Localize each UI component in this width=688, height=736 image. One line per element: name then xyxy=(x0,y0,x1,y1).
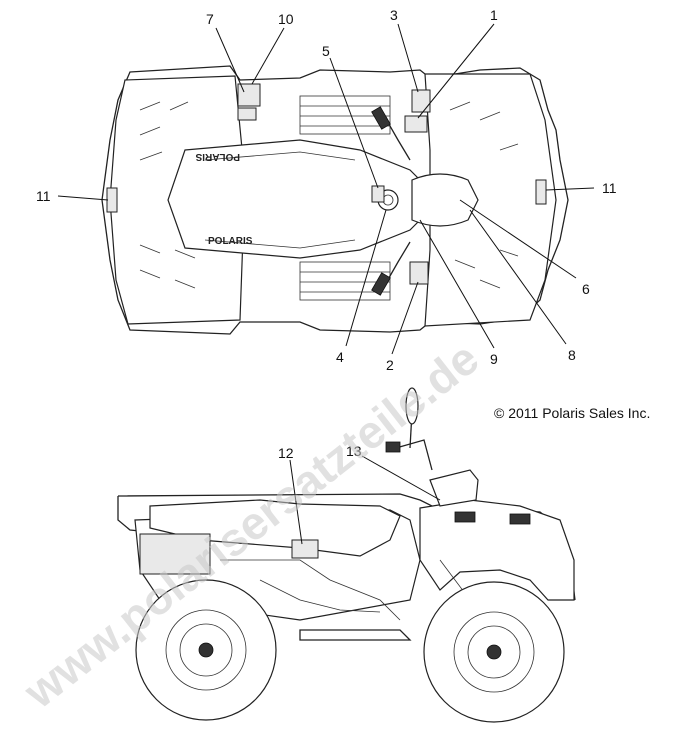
decal-5 xyxy=(371,185,385,203)
footrest-top xyxy=(299,95,391,135)
callout-8: 8 xyxy=(568,347,576,363)
decal-1 xyxy=(404,115,428,133)
decal-11-rear xyxy=(106,187,118,213)
atv-side-view xyxy=(117,387,576,723)
decal-3 xyxy=(411,89,431,113)
decal-12 xyxy=(291,539,319,559)
callout-3: 3 xyxy=(390,7,398,23)
atv-top-view: POLARIS POLARIS xyxy=(101,65,569,335)
front-wheel xyxy=(423,581,565,723)
callout-7: 7 xyxy=(206,11,214,27)
rear-wheel xyxy=(135,579,277,721)
callout-4: 4 xyxy=(336,349,344,365)
callout-11-right: 11 xyxy=(602,180,617,196)
callout-9: 9 xyxy=(490,351,498,367)
callout-11-left: 11 xyxy=(36,188,51,204)
decal-2 xyxy=(409,261,429,285)
callout-6: 6 xyxy=(582,281,590,297)
leader-lines-top xyxy=(57,23,595,355)
callout-12: 12 xyxy=(278,445,294,461)
brand-mark-front: POLARIS xyxy=(208,236,253,247)
copyright-notice: © 2011 Polaris Sales Inc. xyxy=(494,405,650,421)
callout-5: 5 xyxy=(322,43,330,59)
brand-mark-rear: POLARIS xyxy=(195,151,240,162)
decal-11-front xyxy=(535,179,547,205)
callout-1: 1 xyxy=(490,7,498,23)
callout-13: 13 xyxy=(346,443,362,459)
callout-10: 10 xyxy=(278,11,294,27)
callout-2: 2 xyxy=(386,357,394,373)
decal-10 xyxy=(237,83,261,107)
decal-7 xyxy=(237,107,257,121)
